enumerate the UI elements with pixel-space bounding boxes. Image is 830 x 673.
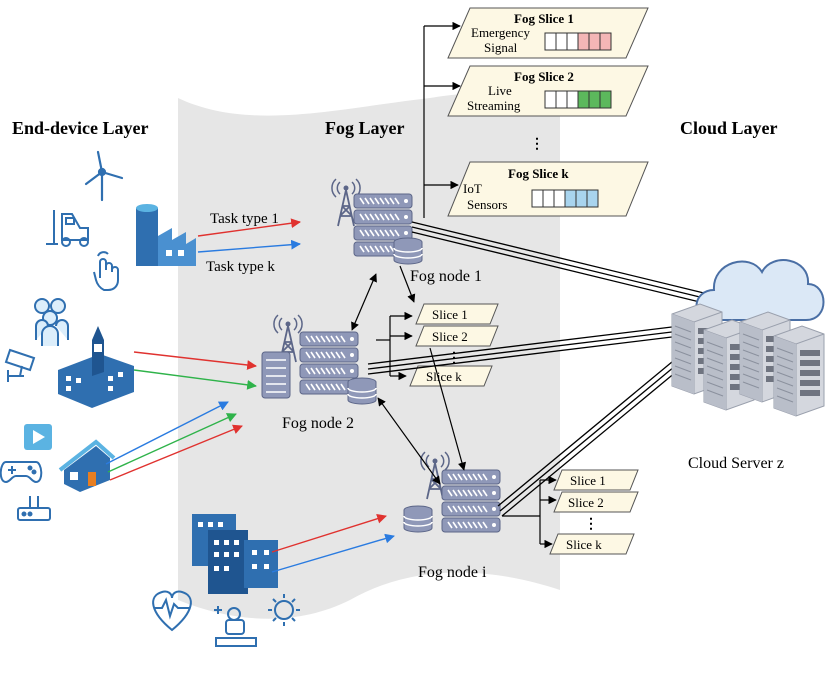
people-icon	[34, 298, 69, 346]
fog-slice-k: Fog Slice k IoT Sensors	[447, 161, 649, 217]
cloud-icon	[695, 259, 825, 321]
database-icon	[403, 505, 433, 533]
touch-icon	[93, 251, 119, 291]
fog-node-i-slice-k: Slice k	[549, 533, 635, 555]
server-rack-icon	[261, 331, 359, 399]
fog-node-1-slice-arrows	[423, 21, 461, 218]
fog-node-i-label: Fog node i	[418, 564, 487, 581]
fog-slice-k-queue	[531, 189, 599, 208]
school-icon	[58, 326, 134, 408]
fog-node-2-slice-k-label: Slice k	[426, 369, 462, 384]
fog-slice-2-line1: Live	[488, 83, 512, 98]
fog-layer-title: Fog Layer	[325, 118, 404, 138]
patient-icon	[214, 606, 257, 647]
play-icon	[24, 424, 52, 450]
fog-node-i-slice-arrows	[502, 475, 557, 549]
fog-slice-1-line2: Signal	[484, 40, 518, 55]
forklift-icon	[46, 210, 89, 247]
fog-node-1-label: Fog node 1	[410, 268, 482, 285]
fog-slice-1-title: Fog Slice 1	[514, 11, 574, 26]
gamepad-icon	[0, 461, 43, 484]
task-type-k-label: Task type k	[206, 259, 275, 275]
task-type-1-arrow	[197, 218, 301, 237]
buildings-icon	[192, 514, 278, 594]
home-to-fog-node-2-arrows	[105, 401, 243, 481]
fog-slice-2: Fog Slice 2 Live Streaming	[447, 65, 649, 117]
fog-node-2-label: Fog node 2	[282, 415, 354, 432]
fog-node-2-slice-k: Slice k	[409, 365, 493, 387]
fog-slice-1: Fog Slice 1 Emergency Signal	[447, 7, 649, 59]
fog-slice-1-line1: Emergency	[471, 25, 530, 40]
fog-node-i-slice-k-label: Slice k	[566, 537, 602, 552]
fog-node-i-slice-1-label: Slice 1	[570, 473, 606, 488]
task-type-k-arrow	[197, 239, 301, 253]
end-device-layer-title: End-device Layer	[12, 118, 149, 138]
fog-node-2-slice-1: Slice 1	[415, 303, 499, 325]
fog-node-2-slice-2-label: Slice 2	[432, 329, 468, 344]
task-type-1-label: Task type 1	[210, 211, 279, 227]
factory-icon	[136, 204, 196, 266]
fog-node-2-slice-1-label: Slice 1	[432, 307, 468, 322]
wind-turbine-icon	[84, 150, 124, 202]
fog-slice-k-line1: IoT	[463, 181, 482, 196]
fog-slice-2-title: Fog Slice 2	[514, 69, 574, 84]
fog-node-i-slice-2: Slice 2	[553, 491, 639, 513]
fog-node-i-slice-ellipsis: ⋮	[584, 517, 598, 532]
fog-slice-2-queue	[544, 90, 612, 109]
fog-node-i-slice-1: Slice 1	[553, 469, 639, 491]
fog-slice-2-line2: Streaming	[467, 98, 521, 113]
home-icon	[58, 439, 116, 492]
fog-node-2	[261, 314, 377, 405]
fog-slice-1-queue	[544, 32, 612, 51]
database-icon	[347, 377, 377, 405]
cctv-icon	[4, 348, 36, 382]
heart-monitor-icon	[152, 590, 192, 632]
school-to-fog-node-2-arrows	[133, 351, 257, 390]
fog-node-i-slice-2-label: Slice 2	[568, 495, 604, 510]
buildings-to-fog-node-i-arrows	[271, 513, 395, 573]
fog-slice-ellipsis: ⋮	[530, 137, 544, 152]
database-icon	[393, 237, 423, 265]
router-icon	[17, 496, 51, 521]
fog-slice-k-line2: Sensors	[467, 197, 507, 212]
cloud-server-label: Cloud Server z	[688, 455, 784, 472]
fog-slice-k-title: Fog Slice k	[508, 166, 569, 181]
cloud-layer-title: Cloud Layer	[680, 118, 778, 138]
fog-node-2-slice-2: Slice 2	[415, 325, 499, 347]
sun-icon	[268, 594, 300, 626]
cloud-links	[367, 221, 709, 517]
fog-node-links	[351, 265, 467, 485]
